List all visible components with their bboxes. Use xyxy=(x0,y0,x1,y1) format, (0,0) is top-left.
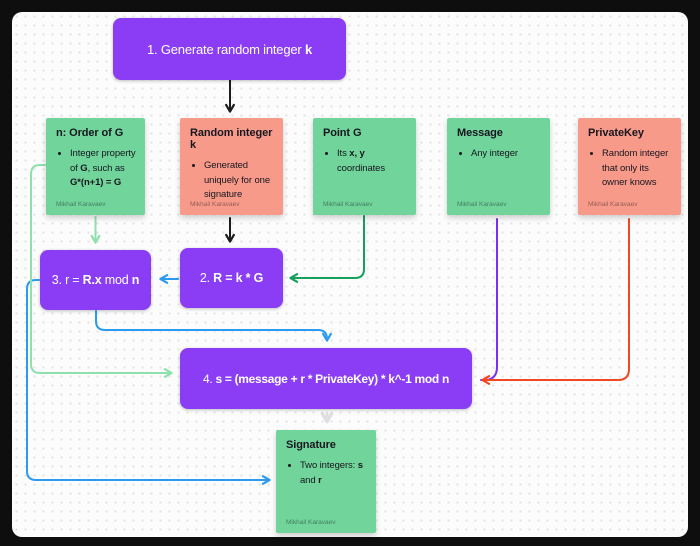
sticky-random-integer-k-bullet: Generated uniquely for one signature xyxy=(204,159,275,203)
sticky-privatekey-title: PrivateKey xyxy=(588,127,644,139)
sticky-author: Mikhail Karavaev xyxy=(286,519,336,526)
node-step1[interactable]: 1. Generate random integer k xyxy=(113,18,346,80)
node-step4-label: 4. s = (message + r * PrivateKey) * k^-1… xyxy=(202,371,449,386)
sticky-random-integer-k[interactable]: Random integer k Generated uniquely for … xyxy=(180,118,283,215)
node-step1-label: 1. Generate random integer k xyxy=(147,41,312,57)
sticky-random-integer-k-title: Random integer k xyxy=(190,127,273,151)
sticky-order-of-g-title: n: Order of G xyxy=(56,127,124,139)
sticky-signature[interactable]: Signature Two integers: s and r Mikhail … xyxy=(276,430,376,533)
sticky-author: Mikhail Karavaev xyxy=(56,201,106,208)
sticky-point-g-bullet: Its x, y coordinates xyxy=(337,147,408,176)
sticky-order-of-g[interactable]: n: Order of G Integer property of G, suc… xyxy=(46,118,145,215)
sticky-order-of-g-bullet: Integer property of G, such as G*(n+1) =… xyxy=(70,147,137,191)
sticky-point-g[interactable]: Point G Its x, y coordinates Mikhail Kar… xyxy=(313,118,416,215)
sticky-message-title: Message xyxy=(457,127,503,139)
node-step2[interactable]: 2. R = k * G xyxy=(180,248,283,308)
sticky-message-bullet: Any integer xyxy=(471,147,542,162)
node-step3[interactable]: 3. r = R.x mod n xyxy=(40,250,151,310)
sticky-privatekey-bullet: Random integer that only its owner knows xyxy=(602,147,673,191)
sticky-message[interactable]: Message Any integer Mikhail Karavaev xyxy=(447,118,550,215)
sticky-privatekey[interactable]: PrivateKey Random integer that only its … xyxy=(578,118,681,215)
sticky-author: Mikhail Karavaev xyxy=(323,201,373,208)
node-step4[interactable]: 4. s = (message + r * PrivateKey) * k^-1… xyxy=(180,348,472,409)
sticky-signature-bullet: Two integers: s and r xyxy=(300,459,368,488)
sticky-author: Mikhail Karavaev xyxy=(588,201,638,208)
sticky-author: Mikhail Karavaev xyxy=(457,201,507,208)
node-step3-label: 3. r = R.x mod n xyxy=(51,273,140,287)
node-step2-label: 2. R = k * G xyxy=(199,271,264,285)
sticky-point-g-title: Point G xyxy=(323,127,362,139)
sticky-signature-title: Signature xyxy=(286,439,336,451)
sticky-author: Mikhail Karavaev xyxy=(190,201,240,208)
